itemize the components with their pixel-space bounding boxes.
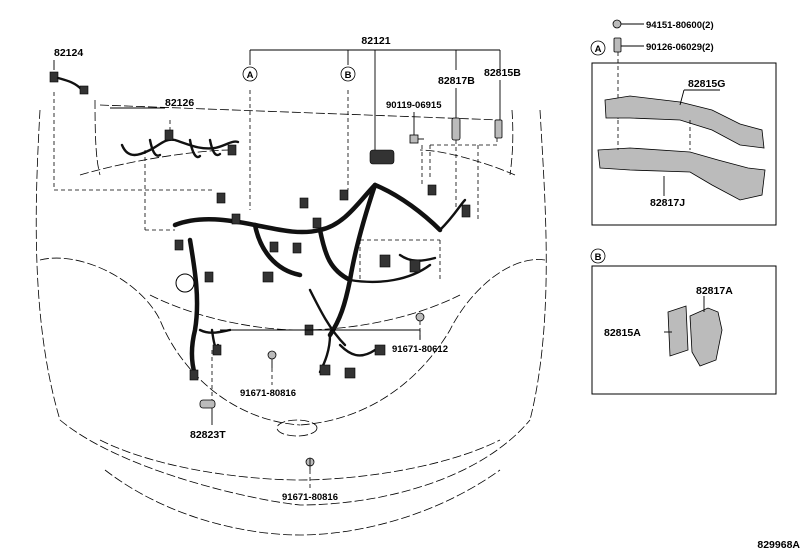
vehicle-body-outline (35, 99, 547, 536)
callout-90126: 90126-06029(2) (646, 42, 714, 53)
callouts-main: 82121 82124 82126 82817B 82815B 90119-06… (54, 35, 521, 503)
sensor-harness-82124 (49, 71, 89, 95)
callouts-top-right: 94151-80600(2) 90126-06029(2) (612, 19, 714, 53)
ref-a-label: A (247, 70, 254, 81)
callout-82817b: 82817B (438, 75, 475, 87)
callout-82124: 82124 (54, 47, 83, 59)
callout-90119: 90119-06915 (386, 100, 442, 111)
ref-marker-b-main: B (340, 66, 356, 82)
detail-a: A 82815G 82817J (590, 40, 777, 226)
callout-91671-b: 91671-80816 (240, 388, 296, 399)
callout-94151: 94151-80600(2) (646, 20, 714, 31)
callout-82817j: 82817J (650, 197, 685, 209)
ref-marker-a-main: A (242, 66, 258, 82)
detail-a-ref: A (595, 44, 602, 55)
detail-b: B 82817A 82815A (590, 248, 777, 395)
callout-82823t: 82823T (190, 429, 226, 441)
callout-82121: 82121 (361, 35, 390, 47)
solid-leaders (53, 23, 644, 425)
callout-82815g: 82815G (688, 78, 725, 90)
callout-82815b: 82815B (484, 67, 521, 79)
callout-91671-a: 91671-80612 (392, 344, 448, 355)
fasteners (199, 117, 503, 470)
callout-82126: 82126 (165, 97, 194, 109)
callout-91671-c: 91671-80816 (282, 492, 338, 503)
detail-b-ref: B (595, 252, 602, 263)
drawing-number: 829968A (757, 539, 800, 551)
ref-b-label: B (345, 70, 352, 81)
callout-82815a: 82815A (604, 327, 641, 339)
sub-harness-82126 (120, 129, 240, 159)
callout-82817a: 82817A (696, 285, 733, 297)
